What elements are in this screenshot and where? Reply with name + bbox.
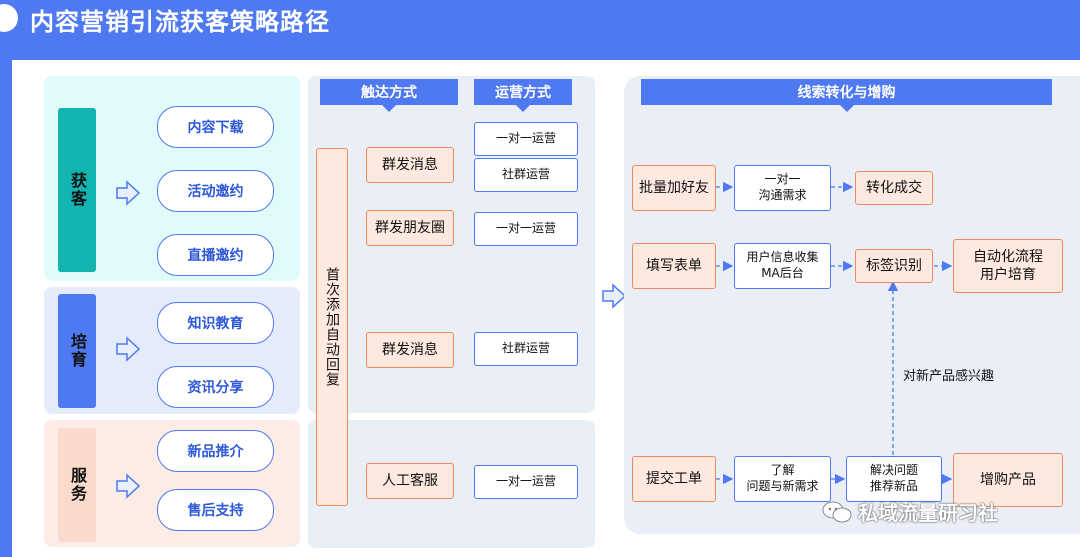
ops-one-to-one: 一对一运营	[474, 122, 578, 156]
node-user-info-ma: 用户信息收集 MA后台	[734, 243, 831, 289]
category-nurture: 培育	[58, 294, 96, 408]
arrow-right-icon	[116, 473, 141, 499]
arrow-right-icon	[116, 336, 141, 362]
node-submit-ticket: 提交工单	[632, 456, 716, 502]
node-conversion-deal: 转化成交	[855, 171, 933, 205]
node-automated-nurture: 自动化流程 用户培育	[953, 239, 1063, 293]
pill-new-product-promo: 新品推介	[157, 430, 274, 472]
node-upsell: 增购产品	[953, 453, 1063, 507]
conversion-header: 线索转化与增购	[641, 79, 1052, 112]
category-service: 服务	[58, 428, 96, 542]
method-moments: 群发朋友圈	[366, 210, 454, 246]
pill-content-download: 内容下载	[157, 106, 274, 148]
reach-header: 触达方式	[320, 79, 458, 112]
pill-live-invite: 直播邀约	[157, 234, 274, 276]
ops-one-to-one-3: 一对一运营	[474, 465, 578, 499]
pill-knowledge-education: 知识教育	[157, 302, 274, 344]
node-fill-form: 填写表单	[632, 243, 716, 289]
method-mass-message-2: 群发消息	[366, 332, 454, 368]
watermark: 私域流量研习社	[822, 497, 998, 526]
header-dot	[0, 4, 18, 32]
node-one-to-one-needs: 一对一 沟通需求	[734, 165, 831, 211]
ops-community: 社群运营	[474, 158, 578, 192]
method-manual-service: 人工客服	[366, 463, 454, 499]
interest-note: 对新产品感兴趣	[903, 369, 995, 384]
ops-community-2: 社群运营	[474, 332, 578, 366]
page-title: 内容营销引流获客策略路径	[30, 8, 330, 36]
auto-reply-box: 首次添加自动回复	[316, 148, 348, 506]
pill-after-sales: 售后支持	[157, 489, 274, 531]
wechat-icon	[822, 501, 852, 522]
category-acquisition: 获客	[58, 108, 96, 272]
header-bar	[0, 0, 1080, 60]
flow-connectors	[716, 181, 953, 485]
node-solve-recommend: 解决问题 推荐新品	[846, 456, 942, 502]
node-bulk-add-friends: 批量加好友	[632, 165, 716, 211]
node-understand-needs: 了解 问题与新需求	[734, 456, 831, 502]
pill-event-invite: 活动邀约	[157, 170, 274, 212]
ops-one-to-one-2: 一对一运营	[474, 212, 578, 246]
arrow-right-icon	[602, 283, 627, 309]
arrow-right-icon	[116, 180, 141, 206]
pill-info-sharing: 资讯分享	[157, 366, 274, 408]
method-mass-message: 群发消息	[366, 147, 454, 183]
ops-header: 运营方式	[474, 79, 572, 112]
node-tag-recognition: 标签识别	[855, 249, 933, 283]
